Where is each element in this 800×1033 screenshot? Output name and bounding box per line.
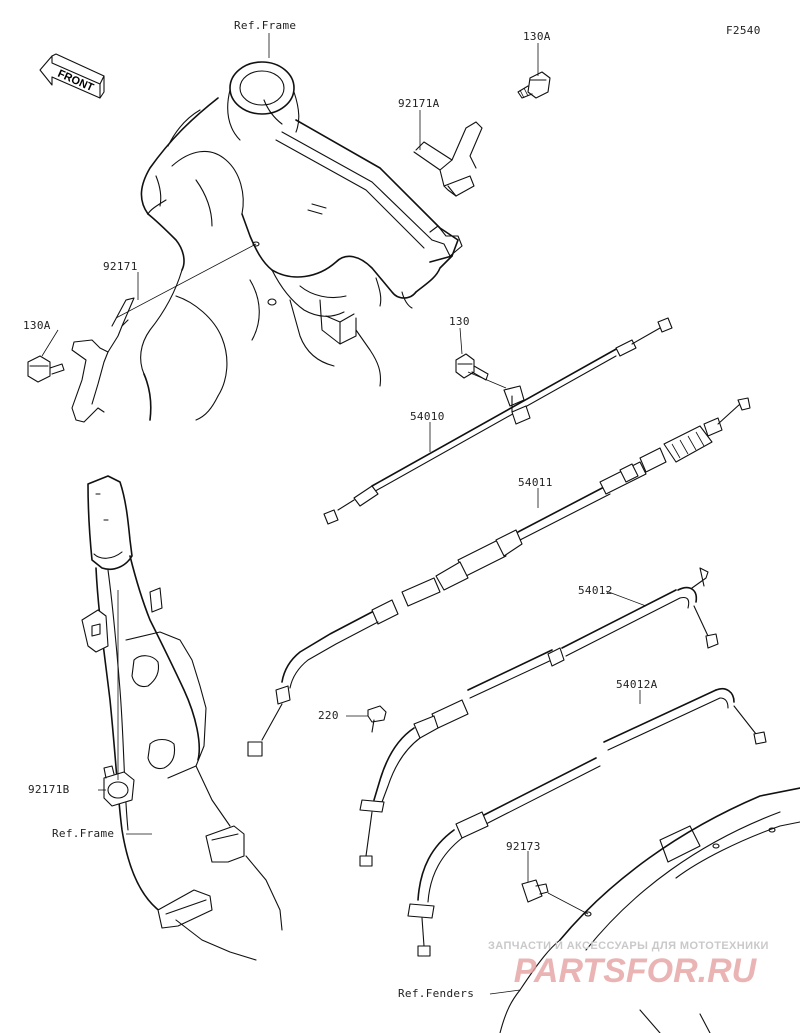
leader-lines — [41, 33, 647, 995]
ref-frame-top-label: Ref.Frame — [234, 19, 297, 32]
cable-54012 — [359, 567, 719, 867]
part-92171-label: 92171 — [103, 260, 138, 273]
bolt-130a-upper — [517, 71, 551, 99]
clip-92171a — [413, 121, 483, 197]
screw-220 — [367, 705, 387, 733]
part-130a-left-label: 130A — [23, 319, 51, 332]
fender-outline — [499, 787, 800, 1033]
watermark-brand-logo: PARTSFOR.RU — [514, 952, 758, 988]
frame-head-section — [140, 61, 463, 421]
part-130-label: 130 — [449, 315, 470, 328]
screw-92173 — [521, 879, 549, 903]
part-130a-top-label: 130A — [523, 30, 551, 43]
cable-54011 — [247, 397, 751, 757]
clip-92171 — [71, 297, 135, 423]
front-label: FRONT — [56, 68, 96, 94]
bolt-130 — [455, 353, 489, 381]
cable-54010 — [323, 317, 673, 525]
bolt-130a-left — [27, 355, 65, 383]
ref-frame-left-label: Ref.Frame — [52, 827, 115, 840]
svg-text:PARTSFOR.RU: PARTSFOR.RU — [514, 952, 758, 988]
cable-54012a — [407, 687, 767, 957]
figure-code: F2540 — [726, 24, 761, 37]
part-54012-label: 54012 — [578, 584, 613, 597]
clamp-92171b — [103, 765, 135, 807]
part-92173-label: 92173 — [506, 840, 541, 853]
part-54012a-label: 54012A — [616, 678, 658, 691]
part-54010-label: 54010 — [410, 410, 445, 423]
part-54011-label: 54011 — [518, 476, 553, 489]
frame-down-tube — [81, 475, 283, 961]
ref-fenders-label: Ref.Fenders — [398, 987, 475, 1000]
front-arrow-icon: FRONT — [39, 53, 105, 99]
watermark-tagline: ЗАПЧАСТИ И АКСЕССУАРЫ ДЛЯ МОТОТЕХНИКИ — [488, 940, 769, 952]
part-220-label: 220 — [318, 709, 339, 722]
part-92171b-label: 92171B — [28, 783, 70, 796]
part-92171a-label: 92171A — [398, 97, 440, 110]
